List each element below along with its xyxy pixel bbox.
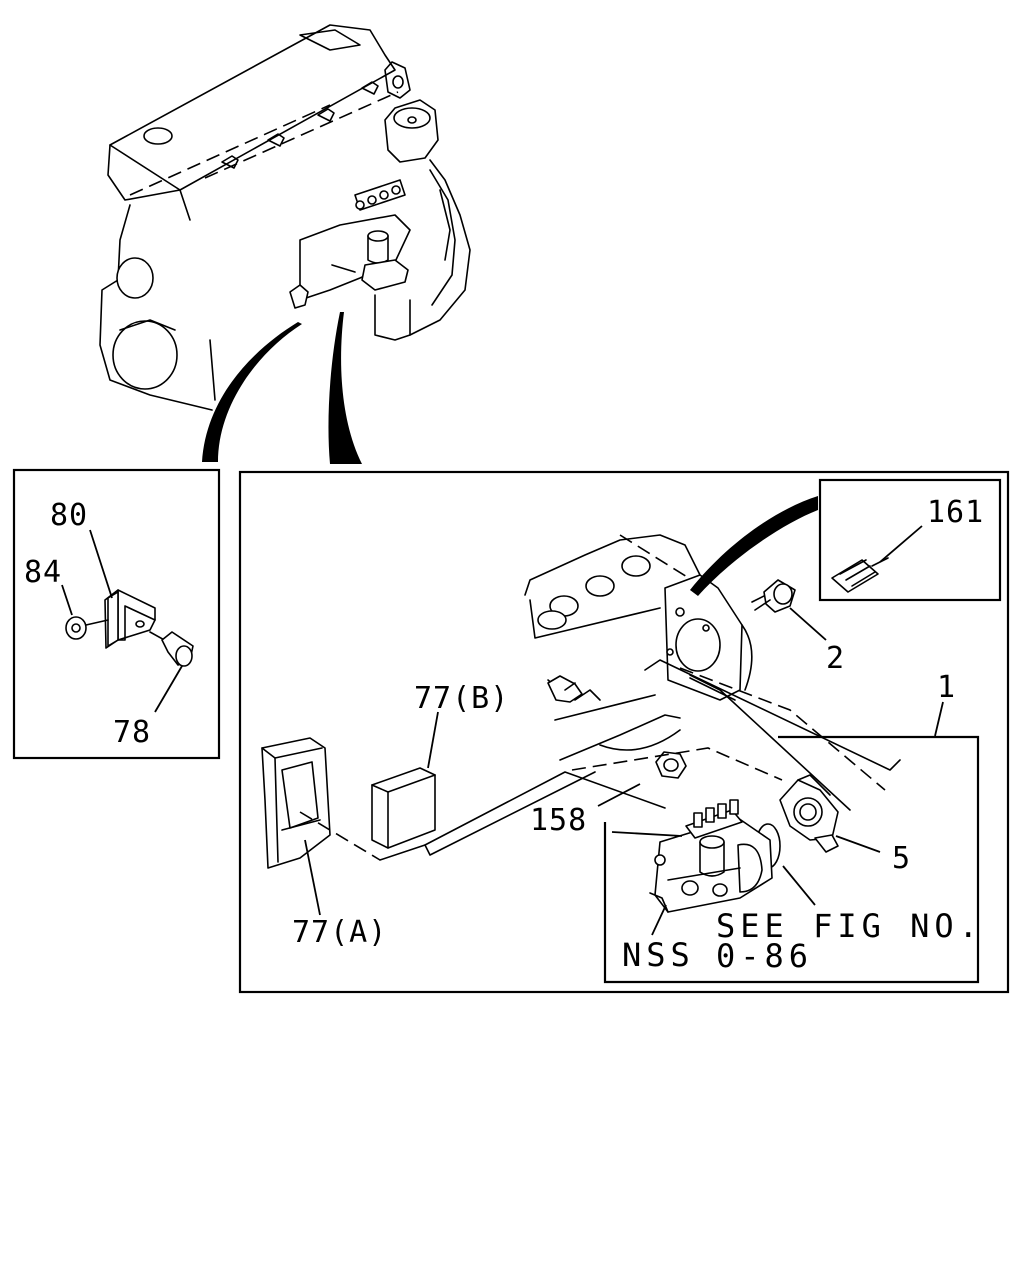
label-1: 1 [937,670,956,705]
leader-5 [835,835,881,853]
nut-158-illustration [655,751,687,779]
bracket-assembly-illustration [65,589,194,667]
label-84: 84 [24,555,62,590]
label-77a: 77(A) [292,915,387,950]
engine-block-partial [524,534,753,761]
label-2: 2 [826,641,845,676]
leader-158 [597,783,641,807]
callout-sweep-plug [690,496,818,596]
leader-77b [427,711,439,769]
pump-assembly-box [603,735,980,984]
connect-line-77a [299,811,381,861]
leader-77a [304,839,321,916]
bolt-2-illustration [751,579,796,613]
leader-see-fig [782,865,816,906]
leader-80 [89,529,113,599]
mount-line-3 [689,674,851,811]
pump-detail-box [238,470,1010,994]
callout-sweep-left [202,322,302,462]
injection-pump-illustration [649,799,773,913]
part-77b-illustration [371,767,436,849]
leader-nss [651,904,667,936]
leader-2 [789,607,827,641]
leader-78 [154,665,183,713]
engine-overview-illustration [99,24,471,411]
plug-detail-box [818,478,1002,602]
mount-line-2 [679,667,886,791]
label-77b: 77(B) [414,681,509,716]
part-77a-illustration [261,737,331,869]
see-fig-note-line2: 0-86 [716,937,813,975]
label-5: 5 [892,841,911,876]
leader-1 [934,701,944,737]
label-80: 80 [50,498,88,533]
see-fig-note-line1: SEE FIG NO. [716,907,983,945]
callout-sweep-right [328,312,362,464]
flange-5-illustration [779,774,839,853]
label-158: 158 [530,803,587,838]
leader-84 [61,584,73,616]
leader-pump [611,831,683,837]
bracket-detail-box [12,468,221,760]
plug-illustration [831,557,889,593]
connect-line-77b [379,771,666,861]
label-161: 161 [927,495,984,530]
label-78: 78 [113,715,151,750]
connect-line-lower [424,771,596,856]
mount-line-1 [644,659,901,771]
label-nss: NSS [622,936,695,974]
connect-line-upper [571,747,783,781]
leader-161 [879,525,923,563]
